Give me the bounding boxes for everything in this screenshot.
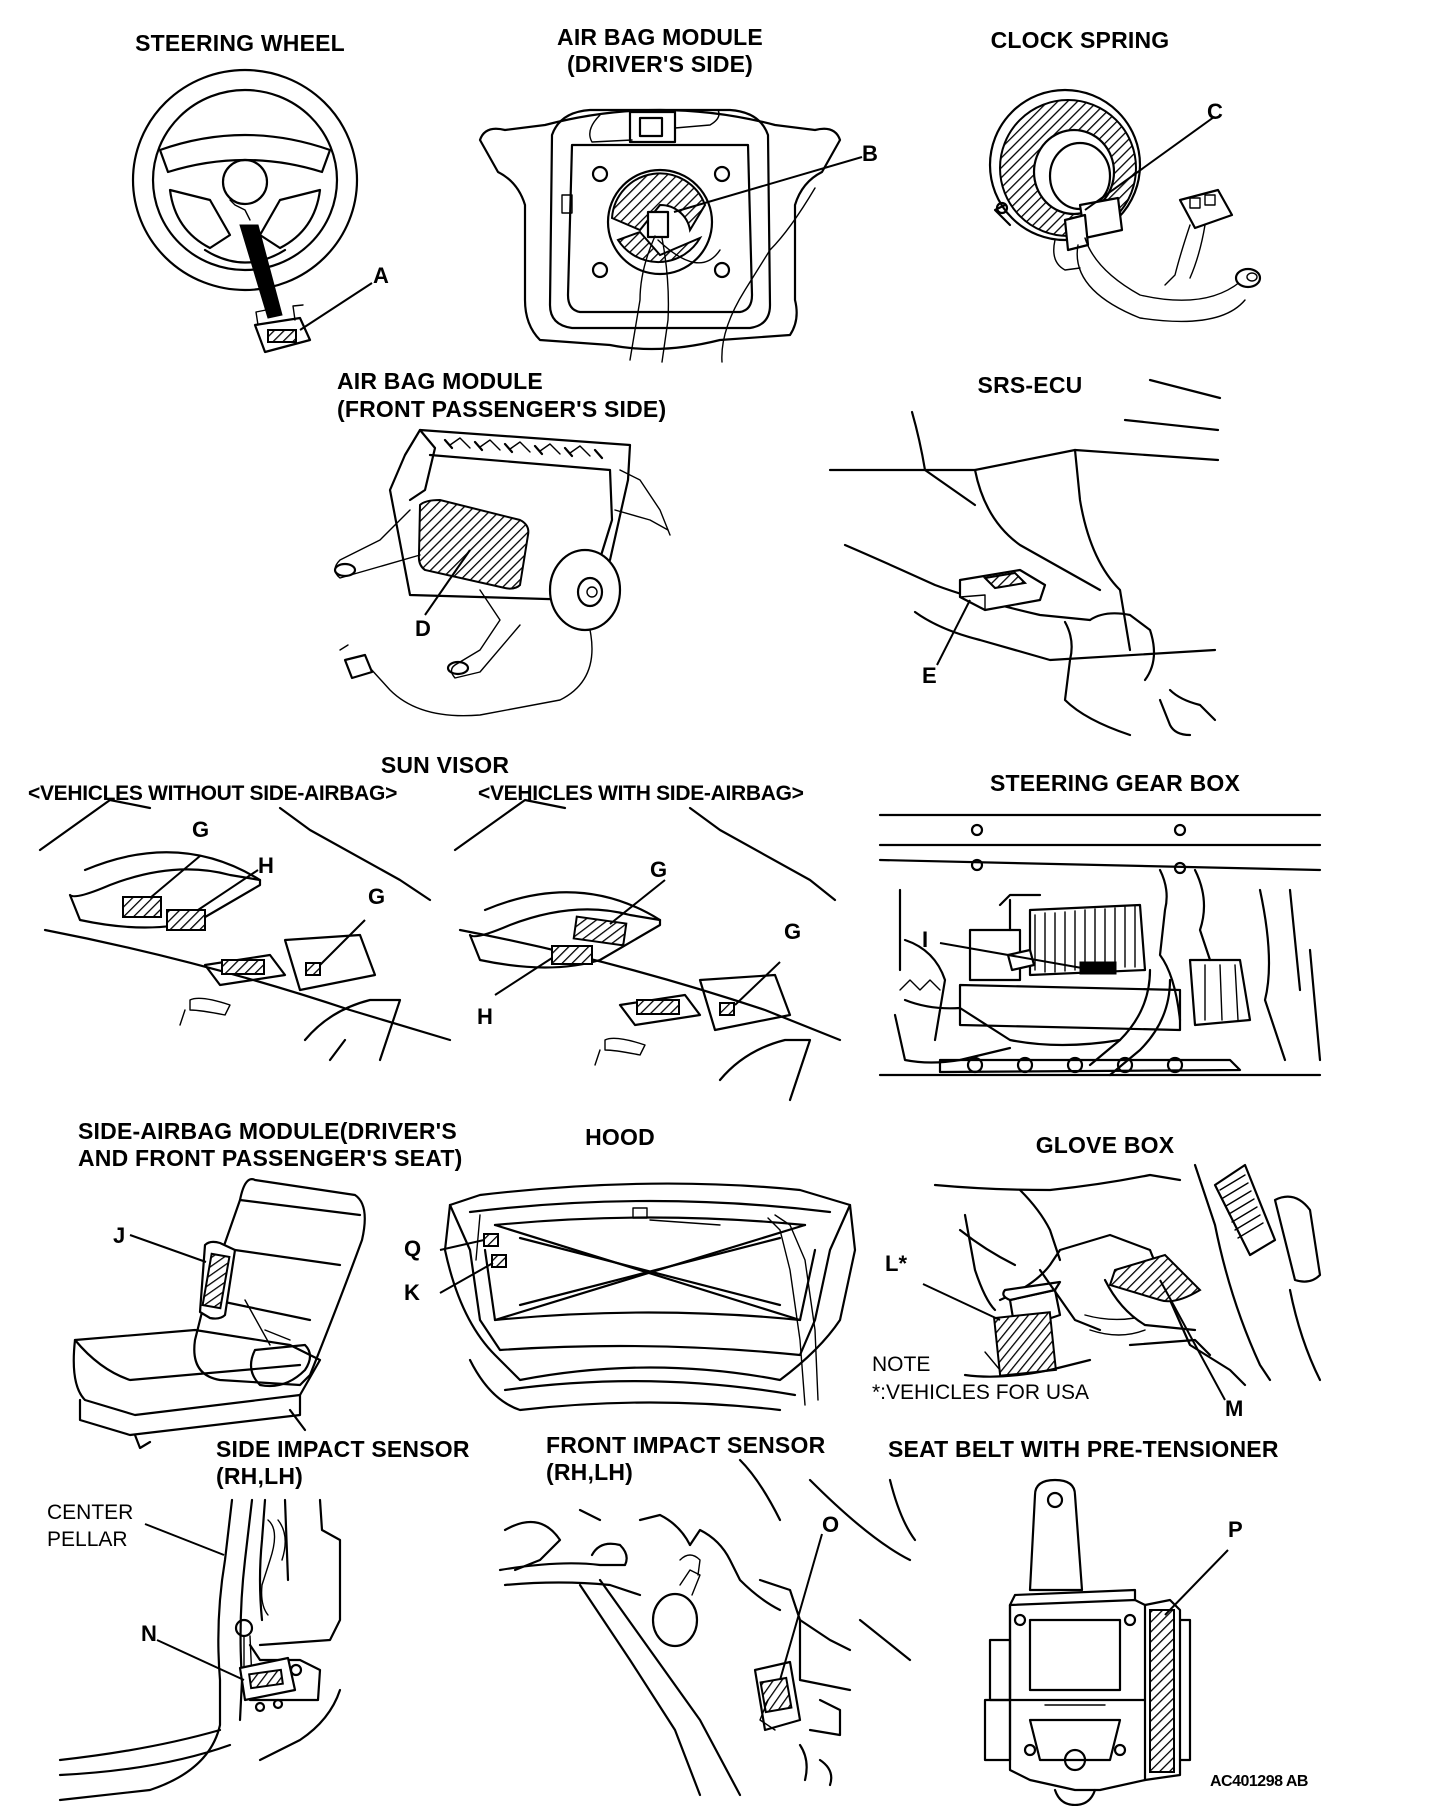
center-pellar-line2: PELLAR bbox=[47, 1528, 128, 1551]
steering-wheel-drawing bbox=[131, 68, 373, 354]
airbag-driver-drawing bbox=[478, 108, 863, 363]
label-p: P bbox=[1228, 1517, 1243, 1542]
label-o: O bbox=[822, 1512, 840, 1537]
sun-visor-right-drawing bbox=[453, 798, 842, 1102]
seat-belt-title: SEAT BELT WITH PRE-TENSIONER bbox=[888, 1436, 1279, 1462]
side-impact-sensor-drawing bbox=[58, 1498, 342, 1802]
label-c: C bbox=[1207, 99, 1223, 124]
figure-code: AC401298 AB bbox=[1210, 1773, 1308, 1790]
label-b: B bbox=[862, 141, 878, 166]
clock-spring-drawing bbox=[988, 88, 1262, 323]
glove-box-title: GLOVE BOX bbox=[1035, 1132, 1175, 1158]
steering-wheel-title: STEERING WHEEL bbox=[135, 30, 345, 56]
label-d: D bbox=[415, 616, 431, 641]
airbag-driver-title-line2: (DRIVER'S SIDE) bbox=[566, 51, 754, 77]
label-j: J bbox=[113, 1223, 126, 1248]
label-k: K bbox=[404, 1280, 420, 1305]
steering-gear-box-title: STEERING GEAR BOX bbox=[989, 770, 1241, 796]
glove-box-drawing bbox=[922, 1163, 1322, 1401]
side-impact-title-line1: SIDE IMPACT SENSOR bbox=[216, 1436, 470, 1462]
front-impact-sensor-drawing bbox=[498, 1458, 917, 1797]
side-airbag-title-line2: AND FRONT PASSENGER'S SEAT) bbox=[78, 1145, 463, 1171]
hood-title: HOOD bbox=[585, 1124, 655, 1150]
airbag-passenger-title-line2: (FRONT PASSENGER'S SIDE) bbox=[337, 396, 667, 422]
label-l: L* bbox=[885, 1251, 907, 1276]
sun-visor-title: SUN VISOR bbox=[380, 752, 510, 778]
label-a: A bbox=[373, 263, 389, 288]
srs-ecu-drawing bbox=[828, 378, 1222, 737]
label-n: N bbox=[141, 1621, 157, 1646]
airbag-passenger-drawing bbox=[333, 428, 671, 717]
steering-gear-box-drawing bbox=[878, 813, 1322, 1077]
airbag-driver-title-line1: AIR BAG MODULE bbox=[557, 24, 763, 50]
clock-spring-title: CLOCK SPRING bbox=[990, 27, 1170, 53]
note-line1: NOTE bbox=[872, 1353, 931, 1376]
label-h-right: H bbox=[477, 1004, 493, 1029]
sun-visor-sub-left: <VEHICLES WITHOUT SIDE-AIRBAG> bbox=[28, 782, 398, 805]
front-impact-title-line2: (RH,LH) bbox=[546, 1459, 633, 1485]
hood-drawing bbox=[439, 1182, 857, 1412]
note-line2: *:VEHICLES FOR USA bbox=[872, 1381, 1090, 1404]
label-g-left-1: G bbox=[192, 817, 210, 842]
label-g-left-2: G bbox=[368, 884, 386, 909]
seat-belt-drawing bbox=[983, 1478, 1229, 1806]
label-i: I bbox=[922, 927, 929, 952]
side-airbag-seat-drawing bbox=[72, 1178, 366, 1450]
label-g-right-1: G bbox=[650, 857, 668, 882]
label-q: Q bbox=[404, 1236, 422, 1261]
label-g-right-2: G bbox=[784, 919, 802, 944]
sun-visor-left-drawing bbox=[38, 798, 452, 1062]
side-airbag-title-line1: SIDE-AIRBAG MODULE(DRIVER'S bbox=[78, 1118, 457, 1144]
srs-ecu-title: SRS-ECU bbox=[977, 372, 1083, 398]
front-impact-title-line1: FRONT IMPACT SENSOR bbox=[546, 1432, 826, 1458]
center-pellar-line1: CENTER bbox=[47, 1501, 134, 1524]
label-h-left: H bbox=[258, 853, 274, 878]
side-impact-title-line2: (RH,LH) bbox=[216, 1463, 303, 1489]
label-e: E bbox=[922, 663, 937, 688]
airbag-passenger-title-line1: AIR BAG MODULE bbox=[337, 368, 543, 394]
label-m: M bbox=[1225, 1396, 1244, 1421]
sun-visor-sub-right: <VEHICLES WITH SIDE-AIRBAG> bbox=[478, 782, 804, 805]
